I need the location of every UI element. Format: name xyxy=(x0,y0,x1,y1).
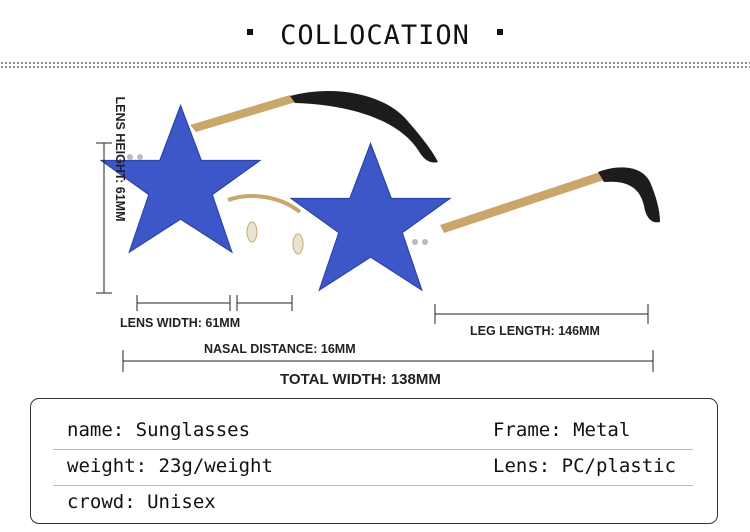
screw xyxy=(127,154,133,160)
total-width-label: TOTAL WIDTH: 138MM xyxy=(280,371,441,388)
header-square-left xyxy=(247,28,253,35)
left-star-lens xyxy=(99,103,262,254)
nose-pad-right xyxy=(292,233,304,255)
header-square-right xyxy=(497,28,503,35)
spec-frame: Frame: Metal xyxy=(493,419,631,441)
spec-row: weight: 23g/weight Lens: PC/plastic xyxy=(53,449,693,486)
measure-total-width xyxy=(122,350,654,372)
dotted-divider xyxy=(0,62,750,64)
screw xyxy=(422,239,428,245)
screw xyxy=(412,239,418,245)
section-title: COLLOCATION xyxy=(280,20,470,51)
product-illustration xyxy=(96,90,660,372)
nose-pad-left xyxy=(246,221,258,243)
measure-leg-length xyxy=(434,304,649,324)
spec-name: name: Sunglasses xyxy=(67,419,251,441)
temple-back xyxy=(190,90,438,163)
nose-bridge xyxy=(227,194,302,214)
section-header: COLLOCATION xyxy=(0,14,750,58)
spec-lens: Lens: PC/plastic xyxy=(493,455,677,477)
measure-nasal-distance xyxy=(236,295,293,311)
spec-row: crowd: Unisex xyxy=(53,485,693,521)
temple-front xyxy=(440,167,660,233)
spec-crowd: crowd: Unisex xyxy=(67,491,216,513)
lens-height-label: LENS HEIGHT: 61MM xyxy=(113,96,127,222)
right-star-lens xyxy=(289,141,452,292)
measure-lens-width xyxy=(136,295,231,311)
spec-table: name: Sunglasses Frame: Metal weight: 23… xyxy=(30,398,718,524)
spec-row: name: Sunglasses Frame: Metal xyxy=(53,413,693,450)
lens-width-label: LENS WIDTH: 61MM xyxy=(120,316,241,330)
measure-lens-height xyxy=(96,142,112,294)
dotted-divider xyxy=(0,66,750,68)
screw xyxy=(137,154,143,160)
spec-weight: weight: 23g/weight xyxy=(67,455,273,477)
leg-length-label: LEG LENGTH: 146MM xyxy=(470,324,600,338)
nasal-distance-label: NASAL DISTANCE: 16MM xyxy=(204,342,356,356)
